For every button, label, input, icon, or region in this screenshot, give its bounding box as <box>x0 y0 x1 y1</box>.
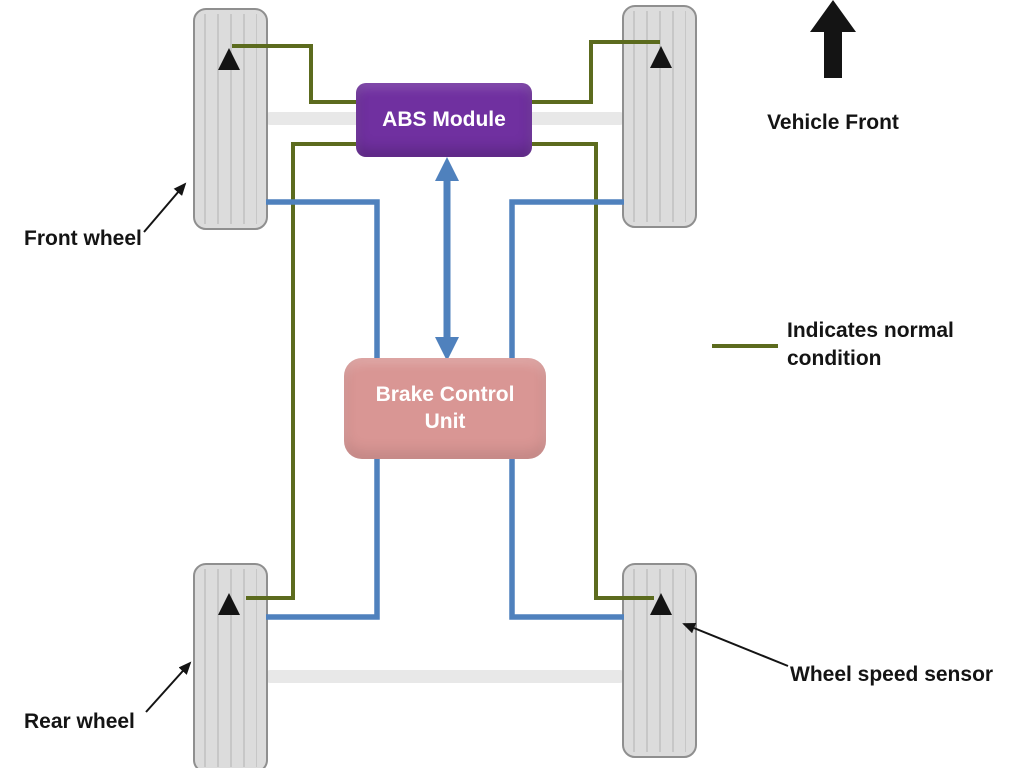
wheel-speed-sensor-icon-front-left <box>218 48 240 70</box>
rear-wheel-label: Rear wheel <box>24 710 135 733</box>
sensor-signal-line-rear-left <box>246 142 358 600</box>
vehicle-front-label: Vehicle Front <box>767 111 899 134</box>
legend-normal-condition-label: Indicates normal condition <box>787 319 954 371</box>
wheel-speed-sensor-label: Wheel speed sensor <box>790 663 994 686</box>
rear-wheel-pointer-arrow <box>145 661 192 713</box>
front-wheel-label: Front wheel <box>24 227 142 250</box>
wheel-speed-sensor-pointer-arrow <box>682 623 789 667</box>
wheel-speed-sensor-icon-front-right <box>650 46 672 68</box>
abs-module-node: ABS Module <box>356 83 532 157</box>
abs-bcu-double-arrow-icon <box>435 157 459 361</box>
wheel-speed-sensor-icon-rear-right <box>650 593 672 615</box>
sensor-signal-line-front-left <box>232 44 358 104</box>
brake-control-unit-label: Brake Control Unit <box>375 383 515 433</box>
sensor-signal-line-rear-right <box>530 142 654 600</box>
abs-module-label: ABS Module <box>382 107 506 131</box>
wheel-speed-sensor-icon-rear-left <box>218 593 240 615</box>
brake-line-rear-left <box>266 456 380 620</box>
brake-line-front-right <box>509 199 624 362</box>
brake-line-rear-right <box>509 456 624 620</box>
vehicle-front-arrow-icon <box>810 0 856 78</box>
sensor-signal-line-front-right <box>530 40 660 104</box>
brake-line-front-left <box>266 199 380 362</box>
rear-axle <box>266 670 624 683</box>
front-wheel-pointer-arrow <box>143 182 187 233</box>
brake-control-unit-node: Brake Control Unit <box>344 358 546 459</box>
